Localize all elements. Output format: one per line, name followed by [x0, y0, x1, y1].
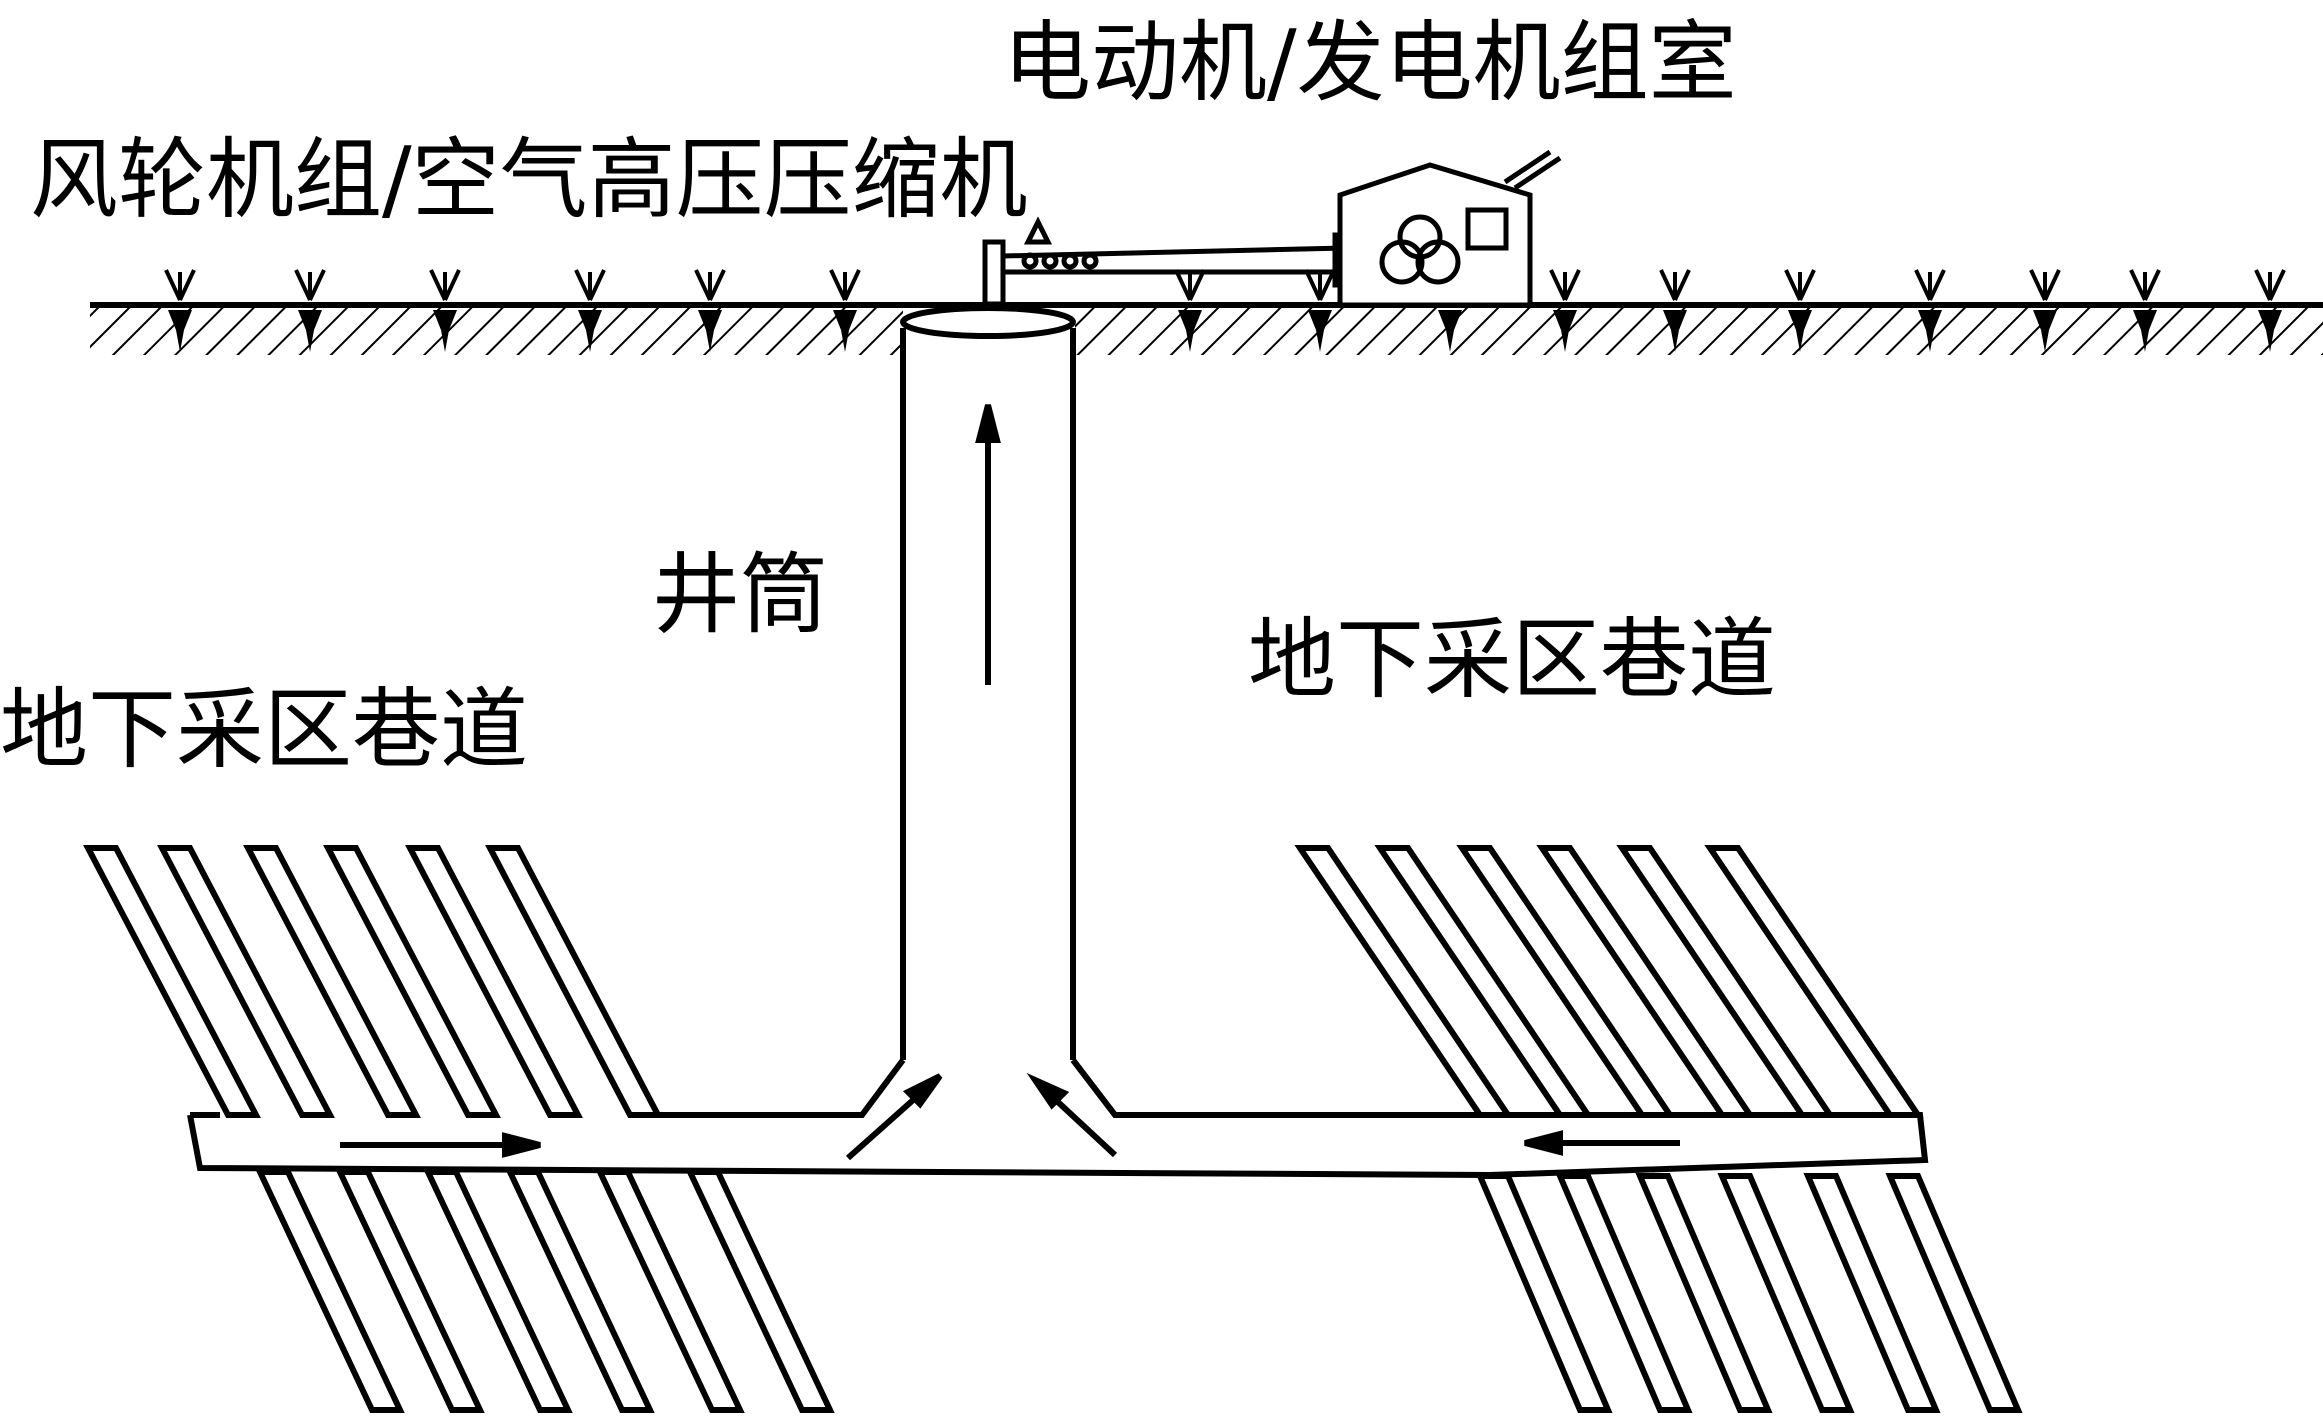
stope-tunnel — [1294, 845, 1514, 1118]
stope-tunnel — [1555, 1173, 1693, 1413]
wind-compressor-label: 风轮机组/空气高压压缩机 — [30, 128, 1028, 231]
stope-tunnel — [505, 1169, 655, 1413]
grass-tuft — [574, 269, 606, 352]
stope-tunnel — [1616, 845, 1836, 1118]
stope-tunnel — [423, 1169, 573, 1413]
stope-tunnel — [1717, 1173, 1855, 1413]
stope-tunnel — [595, 1169, 745, 1413]
grass-tuft — [2129, 269, 2161, 352]
stope-tunnel — [323, 845, 501, 1118]
stope-tunnel — [1885, 1173, 2023, 1413]
tunnel-bundles — [83, 845, 2023, 1413]
tunnel-left-label: 地下采区巷道 — [0, 678, 528, 781]
grass-tuft — [2254, 269, 2286, 352]
shaft-label: 井筒 — [652, 543, 828, 646]
stope-tunnel — [157, 845, 335, 1118]
grass-tuft — [829, 269, 861, 352]
stope-tunnel — [83, 845, 261, 1118]
stope-tunnel — [243, 845, 421, 1118]
motor-generator-room — [1337, 149, 1562, 308]
grass-tuft — [294, 269, 326, 352]
turbine-compressor-unit — [982, 216, 1358, 307]
grass-tuft — [1304, 269, 1336, 352]
grass-tuft — [1549, 269, 1581, 352]
tunnel-right-label: 地下采区巷道 — [1248, 608, 1776, 711]
grass-tuft — [694, 269, 726, 352]
mine-shaft — [900, 305, 1076, 1060]
grass-tuft — [1784, 269, 1816, 352]
grass-tuft — [1659, 269, 1691, 352]
stope-tunnel — [1635, 1173, 1773, 1413]
stope-tunnel — [685, 1169, 835, 1413]
grass-tuft — [429, 269, 461, 352]
stope-tunnel — [1704, 845, 1924, 1118]
stope-tunnel — [1475, 1173, 1613, 1413]
stope-tunnel — [405, 845, 583, 1118]
ground-surface — [90, 302, 2323, 355]
stope-tunnel — [335, 1169, 485, 1413]
grass-tuft — [164, 269, 196, 352]
stope-tunnel — [255, 1169, 405, 1413]
grass-tuft — [1914, 269, 1946, 352]
stope-tunnel — [1803, 1173, 1941, 1413]
stope-tunnel — [485, 845, 663, 1118]
stope-tunnel — [1374, 845, 1594, 1118]
motor-room-label: 电动机/发电机组室 — [1003, 11, 1737, 114]
stope-tunnel — [1536, 845, 1756, 1118]
grass-tuft — [2029, 269, 2061, 352]
grass-tuft — [1174, 269, 1206, 352]
stope-tunnel — [1456, 845, 1676, 1118]
